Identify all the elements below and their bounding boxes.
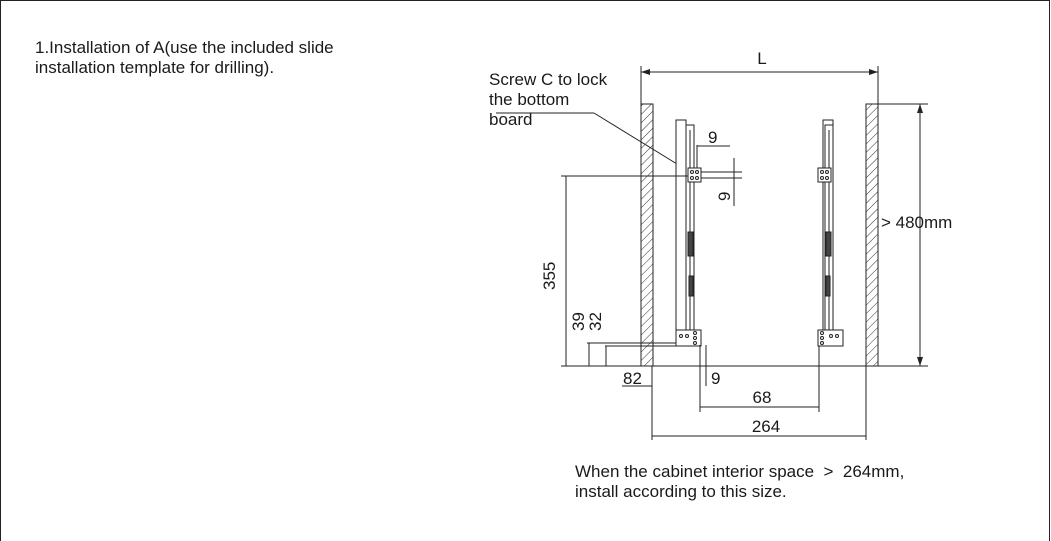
right-slide-rail <box>817 119 844 347</box>
dimension-32-label: 32 <box>586 312 605 331</box>
dimension-264 <box>652 366 867 440</box>
width-label: L <box>757 49 766 68</box>
dimension-39-label: 39 <box>569 312 588 331</box>
left-slide-rail <box>675 119 702 347</box>
height-label: > 480mm <box>881 213 952 232</box>
note-line-2: install according to this size. <box>575 482 787 501</box>
note-line-1: When the cabinet interior space > 264mm, <box>575 462 905 481</box>
dimension-68 <box>700 346 820 412</box>
dimension-264-label: 264 <box>752 417 780 436</box>
dimension-355 <box>561 175 688 367</box>
dimension-82-9 <box>622 345 707 440</box>
callout-leader <box>496 112 691 173</box>
dimension-68-label: 68 <box>753 388 772 407</box>
screw-c-callout: Screw C to lock the bottom board <box>489 70 629 130</box>
top-9-label: 9 <box>708 128 717 147</box>
cabinet-left-wall <box>640 103 654 367</box>
instruction-line-2: installation template for drilling). <box>35 58 275 77</box>
height-dimension <box>878 103 928 367</box>
instruction-line-1: 1.Installation of A(use the included sli… <box>35 38 334 57</box>
dimension-39-32 <box>587 342 676 366</box>
side-9-dimension <box>701 158 742 206</box>
top-9-dimension <box>696 145 730 168</box>
callout-line-3: board <box>489 110 533 129</box>
cabinet-right-wall <box>865 103 879 367</box>
callout-line-1: Screw C to lock <box>489 70 608 89</box>
width-dimension <box>640 66 879 104</box>
callout-line-2: the bottom <box>489 90 570 109</box>
dimension-82-label: 82 <box>623 369 642 388</box>
installation-instruction: 1.Installation of A(use the included sli… <box>35 38 455 78</box>
dimension-355-label: 355 <box>540 262 559 290</box>
cabinet-size-note: When the cabinet interior space > 264mm,… <box>575 462 1005 502</box>
side-9-label: 9 <box>715 192 734 201</box>
dimension-9-bottom-label: 9 <box>711 369 720 388</box>
